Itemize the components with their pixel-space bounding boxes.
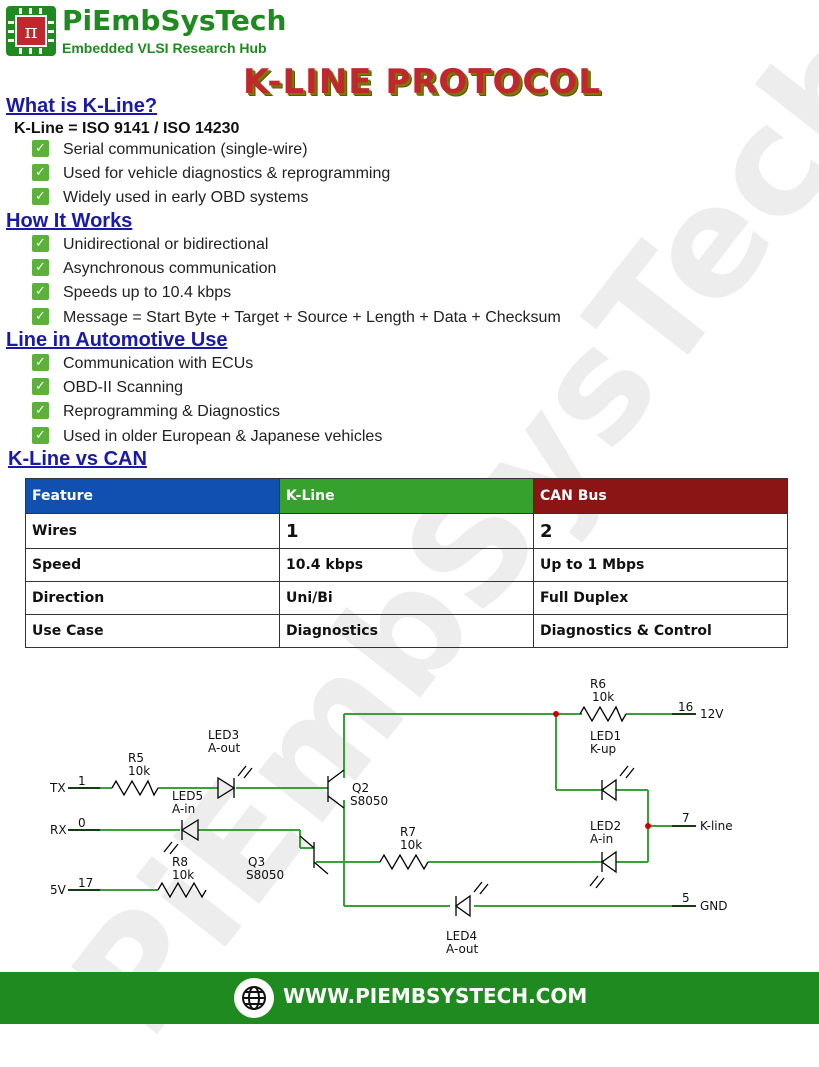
heading-automotive-use: Line in Automotive Use	[6, 329, 228, 351]
check-icon: ✓	[32, 164, 49, 181]
table-cell: Speed	[25, 548, 280, 582]
page-title: K-LINE PROTOCOL	[243, 62, 601, 102]
r7-name: R7	[400, 825, 416, 839]
header-can: CAN Bus	[533, 478, 788, 514]
q3-part: S8050	[246, 868, 284, 882]
pin-12v-num: 16	[678, 700, 693, 714]
led3-name: LED3	[208, 728, 239, 742]
list-item: ✓Used in older European & Japanese vehic…	[32, 427, 382, 447]
pin-gnd-num: 5	[682, 891, 690, 905]
check-icon: ✓	[32, 283, 49, 300]
heading-kline-vs-can: K-Line vs CAN	[8, 448, 147, 470]
globe-icon	[234, 978, 274, 1018]
kline-standard: K-Line = ISO 9141 / ISO 14230	[14, 120, 240, 137]
pin-kline-label: K-line	[700, 819, 733, 833]
list-item: ✓Message = Start Byte + Target + Source …	[32, 308, 561, 328]
table-cell: Full Duplex	[533, 581, 788, 615]
circuit-wires	[68, 713, 696, 907]
junction-dots	[553, 711, 651, 829]
table-row: Direction Uni/Bi Full Duplex	[25, 581, 788, 615]
table-cell: 1	[279, 513, 534, 549]
table-row: Speed 10.4 kbps Up to 1 Mbps	[25, 548, 788, 582]
list-item: ✓Reprogramming & Diagnostics	[32, 402, 280, 422]
r8-name: R8	[172, 855, 188, 869]
check-icon: ✓	[32, 378, 49, 395]
led5-desc: A-in	[172, 802, 195, 816]
brand-name: PiEmbSysTech	[62, 4, 287, 37]
check-icon: ✓	[32, 354, 49, 371]
table-cell: Diagnostics & Control	[533, 614, 788, 648]
kline-interface-circuit: TX 1 RX 0 5V 17 16 12V 7 K-line 5 GND R5…	[49, 677, 733, 956]
list-item: ✓Communication with ECUs	[32, 354, 253, 374]
header-feature: Feature	[25, 478, 280, 514]
pin-12v-label: 12V	[700, 707, 724, 721]
r7-value: 10k	[400, 838, 422, 852]
table-cell: Direction	[25, 581, 280, 615]
pin-tx-label: TX	[49, 781, 66, 795]
pin-5v-label: 5V	[50, 883, 67, 897]
check-icon: ✓	[32, 188, 49, 205]
r6-value: 10k	[592, 690, 614, 704]
pin-kline-num: 7	[682, 811, 690, 825]
led1-desc: K-up	[590, 742, 616, 756]
r5-value: 10k	[128, 764, 150, 778]
list-item: ✓Unidirectional or bidirectional	[32, 235, 268, 255]
check-icon: ✓	[32, 140, 49, 157]
pin-gnd-label: GND	[700, 899, 728, 913]
pin-rx-label: RX	[50, 823, 67, 837]
list-item: ✓Widely used in early OBD systems	[32, 188, 308, 208]
check-icon: ✓	[32, 402, 49, 419]
r6-name: R6	[590, 677, 606, 691]
led4-name: LED4	[446, 929, 477, 943]
table-cell: Diagnostics	[279, 614, 534, 648]
brand-tagline: Embedded VLSI Research Hub	[62, 40, 267, 56]
led3-desc: A-out	[208, 741, 240, 755]
pin-5v-num: 17	[78, 876, 93, 890]
comparison-table: Feature K-Line CAN Bus Wires 1 2 Speed 1…	[25, 478, 788, 648]
led2-desc: A-in	[590, 832, 613, 846]
table-row: Use Case Diagnostics Diagnostics & Contr…	[25, 614, 788, 648]
table-header-row: Feature K-Line CAN Bus	[25, 478, 788, 514]
q2-name: Q2	[352, 781, 369, 795]
circuit-components	[68, 705, 696, 918]
table-cell: Use Case	[25, 614, 280, 648]
check-icon: ✓	[32, 235, 49, 252]
q2-part: S8050	[350, 794, 388, 808]
website-link[interactable]: WWW.PIEMBSYSTECH.COM	[283, 984, 588, 1008]
logo: π	[6, 6, 56, 56]
q3-name: Q3	[248, 855, 265, 869]
led1-name: LED1	[590, 729, 621, 743]
circuit-labels: TX 1 RX 0 5V 17 16 12V 7 K-line 5 GND R5…	[49, 677, 733, 956]
list-item: ✓Asynchronous communication	[32, 259, 276, 279]
header-kline: K-Line	[279, 478, 534, 514]
table-row: Wires 1 2	[25, 513, 788, 549]
r8-value: 10k	[172, 868, 194, 882]
table-cell: 10.4 kbps	[279, 548, 534, 582]
list-item: ✓Used for vehicle diagnostics & reprogra…	[32, 164, 390, 184]
list-item: ✓Speeds up to 10.4 kbps	[32, 283, 231, 303]
led4-desc: A-out	[446, 942, 478, 956]
pin-rx-num: 0	[78, 816, 86, 830]
pin-tx-num: 1	[78, 774, 86, 788]
check-icon: ✓	[32, 427, 49, 444]
list-item: ✓Serial communication (single-wire)	[32, 140, 308, 160]
heading-how-it-works: How It Works	[6, 210, 133, 232]
table-cell: Up to 1 Mbps	[533, 548, 788, 582]
led2-name: LED2	[590, 819, 621, 833]
heading-what-is-kline: What is K-Line?	[6, 95, 158, 117]
check-icon: ✓	[32, 308, 49, 325]
table-cell: Uni/Bi	[279, 581, 534, 615]
table-cell: 2	[533, 513, 788, 549]
led5-name: LED5	[172, 789, 203, 803]
r5-name: R5	[128, 751, 144, 765]
list-item: ✓OBD-II Scanning	[32, 378, 183, 398]
footer-bar: WWW.PIEMBSYSTECH.COM	[0, 972, 819, 1024]
chip-icon: π	[15, 15, 47, 47]
check-icon: ✓	[32, 259, 49, 276]
table-cell: Wires	[25, 513, 280, 549]
